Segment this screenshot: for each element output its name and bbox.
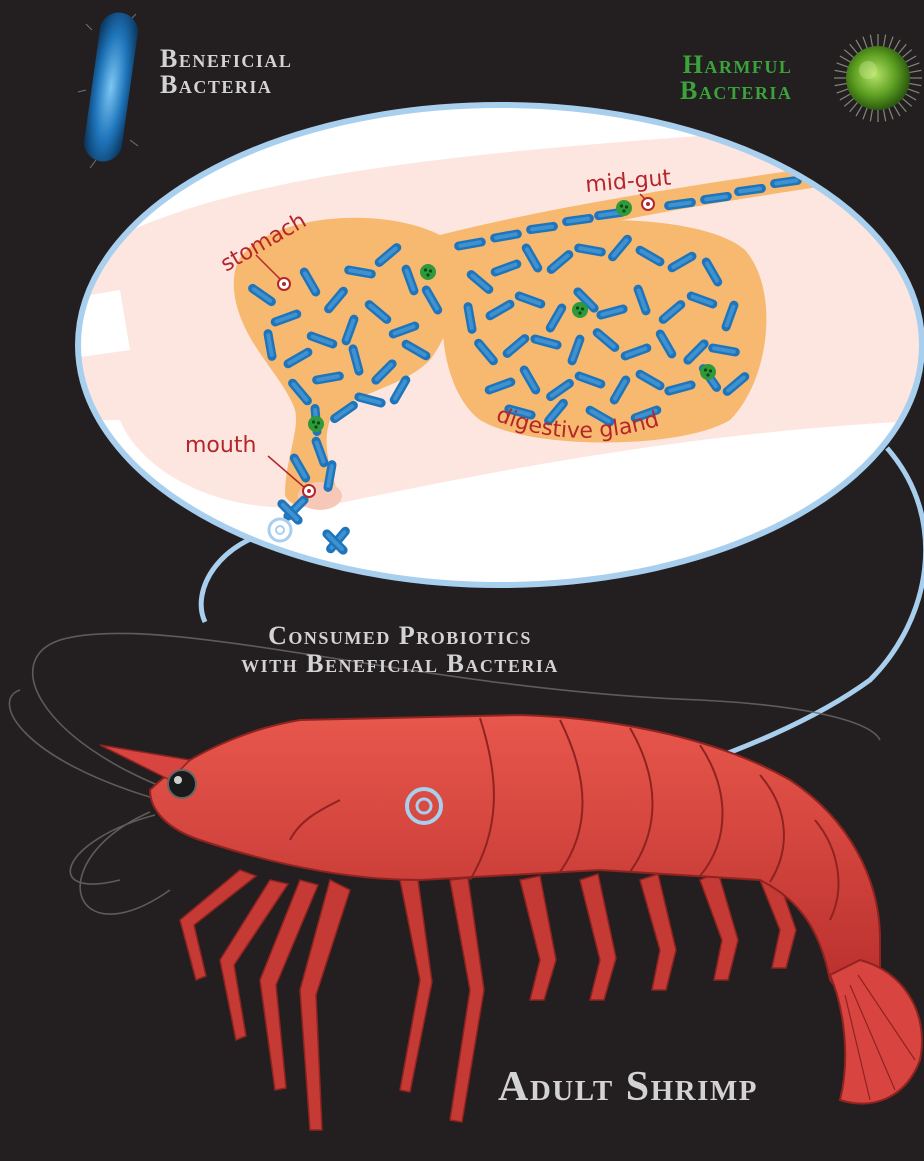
harmful-spike: [904, 56, 916, 63]
beneficial-bacteria-icon: [78, 10, 140, 168]
harmful-bacterium: [420, 264, 436, 280]
harmful-spike: [863, 37, 868, 50]
harmful-spike: [883, 108, 885, 122]
harmful-spike: [835, 83, 849, 85]
harmful-spike: [870, 108, 872, 122]
harmful-bacterium: [700, 364, 716, 380]
harmful-spike: [908, 83, 922, 85]
harmful-spike: [835, 70, 849, 72]
harmful-spike: [893, 40, 900, 52]
harmful-spike: [908, 70, 922, 72]
gut-inset: stomach mid-gut mouth digestive gland: [60, 105, 924, 585]
harmful-bacterium: [616, 200, 632, 216]
harmful-spike: [888, 106, 893, 119]
harmful-spike: [904, 93, 916, 100]
harmful-spike: [844, 50, 855, 59]
probiotics-label-line1: Consumed Probiotics: [190, 622, 610, 650]
harmful-spike: [840, 56, 852, 63]
harmful-spike: [906, 88, 919, 93]
harmful-spike: [883, 35, 885, 49]
harmful-spike: [850, 44, 859, 55]
harmful-spike: [901, 50, 912, 59]
adult-shrimp: [9, 633, 922, 1130]
probiotics-label-line2: with Beneficial Bacteria: [190, 650, 610, 678]
harmful-spike: [906, 63, 919, 68]
harmful-spike: [888, 37, 893, 50]
harmful-bacterium: [308, 416, 324, 432]
harmful-spike: [837, 63, 850, 68]
harmful-spike: [850, 101, 859, 112]
harmful-bacterium: [572, 302, 588, 318]
harmful-spike: [840, 93, 852, 100]
harmful-spike: [837, 88, 850, 93]
harmful-spike: [893, 104, 900, 116]
probiotics-label: Consumed Probiotics with Beneficial Bact…: [190, 622, 610, 678]
harmful-spike: [863, 106, 868, 119]
harmful-spike: [897, 101, 906, 112]
mouth-label: mouth: [185, 433, 256, 458]
harmful-spike: [856, 104, 863, 116]
harmful-spike: [901, 97, 912, 106]
harmful-spike: [897, 44, 906, 55]
harmful-spike: [870, 35, 872, 49]
harmful-bacteria-icon: [834, 34, 922, 122]
harmful-spike: [856, 40, 863, 52]
harmful-spike: [844, 97, 855, 106]
adult-shrimp-label: Adult Shrimp: [498, 1063, 758, 1111]
